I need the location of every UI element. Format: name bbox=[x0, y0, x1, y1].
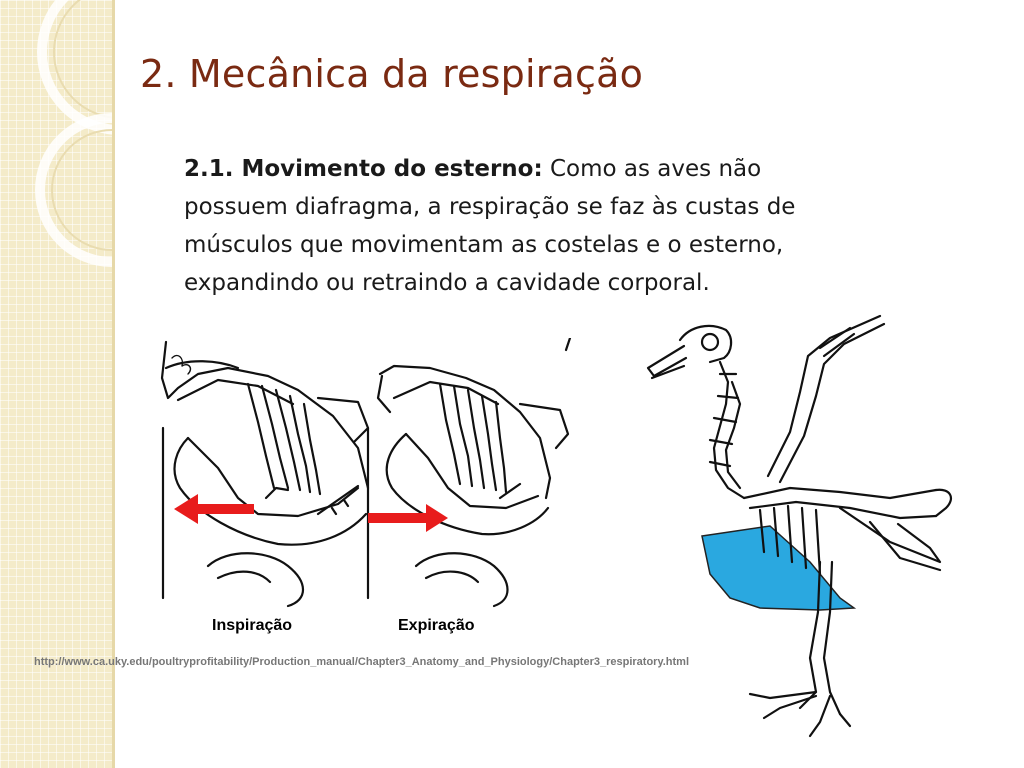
body-paragraph: 2.1. Movimento do esterno: Como as aves … bbox=[184, 150, 844, 302]
expiration-arrow bbox=[368, 504, 448, 532]
sternum-movement-diagram bbox=[160, 338, 572, 608]
sidebar-rings-decoration bbox=[35, 0, 112, 267]
paragraph-text: Como as aves não possuem diafragma, a re… bbox=[184, 156, 796, 296]
decorative-sidebar bbox=[0, 0, 112, 768]
inspiration-arrow bbox=[174, 494, 254, 524]
sidebar-divider bbox=[112, 0, 115, 768]
paragraph-lead: 2.1. Movimento do esterno: bbox=[184, 156, 543, 182]
caption-inspiration: Inspiração bbox=[212, 617, 293, 634]
slide-title: 2. Mecânica da respiração bbox=[140, 52, 644, 96]
source-url: http://www.ca.uky.edu/poultryprofitabili… bbox=[34, 656, 690, 668]
inspiration-skeleton bbox=[160, 340, 370, 608]
expiration-skeleton bbox=[366, 338, 572, 608]
bird-skeleton-illustration bbox=[646, 314, 953, 738]
caption-expiration: Expiração bbox=[398, 617, 475, 634]
